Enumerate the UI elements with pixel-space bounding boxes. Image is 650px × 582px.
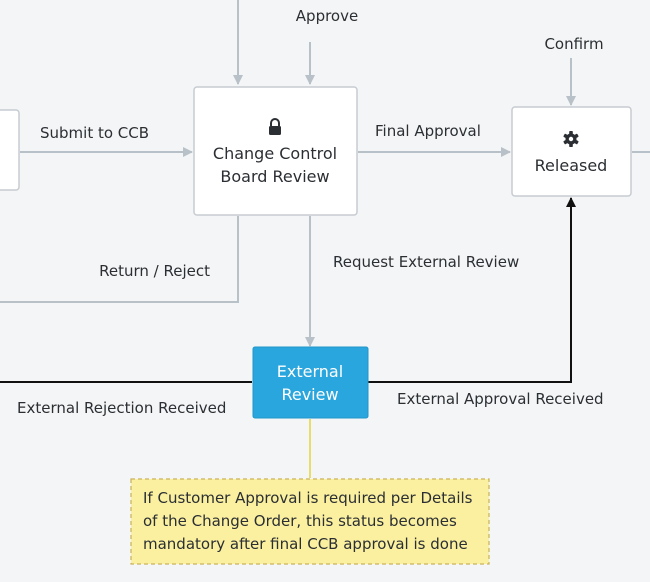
note-line-1: If Customer Approval is required per Det… — [143, 489, 473, 507]
connectors — [0, 0, 650, 347]
gear-icon — [563, 131, 579, 147]
ccb-review-title-line1: Change Control — [213, 144, 337, 163]
released-title: Released — [535, 156, 608, 175]
label-request-external-review: Request External Review — [333, 253, 519, 271]
note-line-2: of the Change Order, this status becomes — [143, 512, 457, 530]
label-confirm: Confirm — [544, 35, 603, 53]
external-review-title-line2: Review — [281, 385, 338, 404]
node-external-review[interactable]: External Review — [252, 346, 369, 419]
label-external-approval-received: External Approval Received — [397, 390, 604, 408]
label-return-reject: Return / Reject — [99, 262, 210, 280]
lock-icon — [269, 118, 281, 135]
note-line-3: mandatory after final CCB approval is do… — [143, 535, 468, 553]
label-final-approval: Final Approval — [375, 122, 481, 140]
external-review-title-line1: External — [277, 362, 343, 381]
label-approve: Approve — [296, 7, 358, 25]
node-released[interactable]: Released — [511, 106, 632, 197]
label-submit-to-ccb: Submit to CCB — [40, 124, 149, 142]
highlighted-path — [0, 197, 576, 383]
note-customer-approval: If Customer Approval is required per Det… — [130, 478, 490, 565]
return-reject-edge — [0, 216, 239, 303]
ccb-review-title-line2: Board Review — [220, 167, 329, 186]
node-change-control-board-review[interactable]: Change Control Board Review — [193, 86, 358, 216]
previous-node-partial[interactable] — [0, 109, 20, 191]
label-external-rejection-received: External Rejection Received — [17, 399, 226, 417]
external-approval-edge — [368, 197, 576, 383]
